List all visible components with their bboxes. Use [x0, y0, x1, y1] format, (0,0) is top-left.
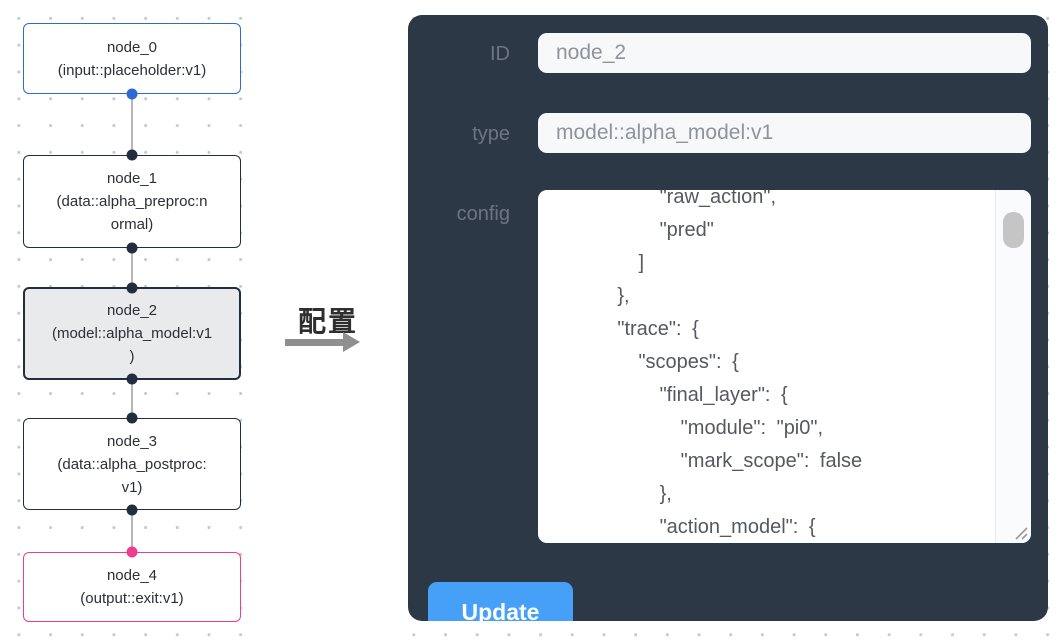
input-port-icon[interactable]: [126, 149, 138, 161]
node-type-label: ormal): [110, 216, 154, 233]
output-port-icon[interactable]: [126, 373, 138, 385]
node-title: node_0: [106, 38, 158, 56]
output-port-icon[interactable]: [126, 504, 138, 516]
node-type-label: v1): [121, 478, 143, 496]
type-field-label: type: [472, 123, 510, 145]
node-type-label: (data::alpha_preproc:n: [56, 193, 208, 210]
flow-canvas[interactable]: node_0 (input::placeholder:v1) node_1 (d…: [0, 0, 265, 643]
flow-node-node_2-selected[interactable]: node_2 (model::alpha_model:v1 ): [23, 282, 241, 385]
node-config-panel: ID type config "raw_action", "pred" ] },…: [408, 15, 1048, 621]
config-json-text: "raw_action", "pred" ] }, "trace": { "sc…: [617, 190, 863, 538]
arrow-head: [343, 332, 360, 352]
flow-node-node_1[interactable]: node_1 (data::alpha_preproc:n ormal): [23, 149, 241, 254]
node-title: node_3: [106, 432, 158, 450]
update-button[interactable]: Update: [428, 582, 573, 621]
node-type-label: ): [129, 348, 135, 365]
resize-handle-icon[interactable]: [1012, 524, 1028, 540]
flow-node-node_4[interactable]: node_4 (output::exit:v1): [23, 546, 241, 622]
node-type-label: (output::exit:v1): [80, 590, 184, 607]
input-port-icon[interactable]: [126, 282, 138, 294]
node-title: node_4: [106, 567, 158, 584]
configure-annotation: 配置: [265, 0, 390, 643]
edge-node1-node2: [131, 248, 133, 287]
arrow-shaft: [285, 339, 343, 346]
type-input[interactable]: [538, 113, 1031, 153]
input-port-icon[interactable]: [126, 546, 138, 558]
config-field-label: config: [456, 203, 510, 225]
update-button-label: Update: [461, 598, 540, 622]
input-port-icon[interactable]: [126, 412, 138, 424]
editor-canvas: ID type config "raw_action", "pred" ] },…: [390, 0, 1062, 643]
node-type-label: (input::placeholder:v1): [57, 61, 207, 79]
node-type-label: (model::alpha_model:v1: [51, 325, 213, 342]
node-title: node_2: [106, 302, 158, 319]
flow-node-node_3[interactable]: node_3 (data::alpha_postproc: v1): [23, 412, 241, 516]
config-textarea[interactable]: "raw_action", "pred" ] }, "trace": { "sc…: [538, 190, 1031, 543]
node-title: node_1: [106, 170, 158, 187]
scrollbar-track[interactable]: [995, 190, 1031, 543]
edge-node2-node3: [131, 380, 133, 418]
output-port-icon[interactable]: [126, 242, 138, 254]
scrollbar-thumb[interactable]: [1003, 212, 1024, 248]
arrow-right-icon: [285, 332, 385, 352]
flow-node-node_0[interactable]: node_0 (input::placeholder:v1): [23, 23, 241, 100]
node-type-label: (data::alpha_postproc:: [57, 455, 207, 473]
edge-node3-node4: [131, 510, 133, 552]
configure-label: 配置: [297, 306, 358, 337]
id-field-label: ID: [490, 43, 510, 65]
edge-node0-node1: [131, 94, 133, 155]
id-input[interactable]: [538, 33, 1031, 73]
output-port-icon[interactable]: [126, 88, 138, 100]
